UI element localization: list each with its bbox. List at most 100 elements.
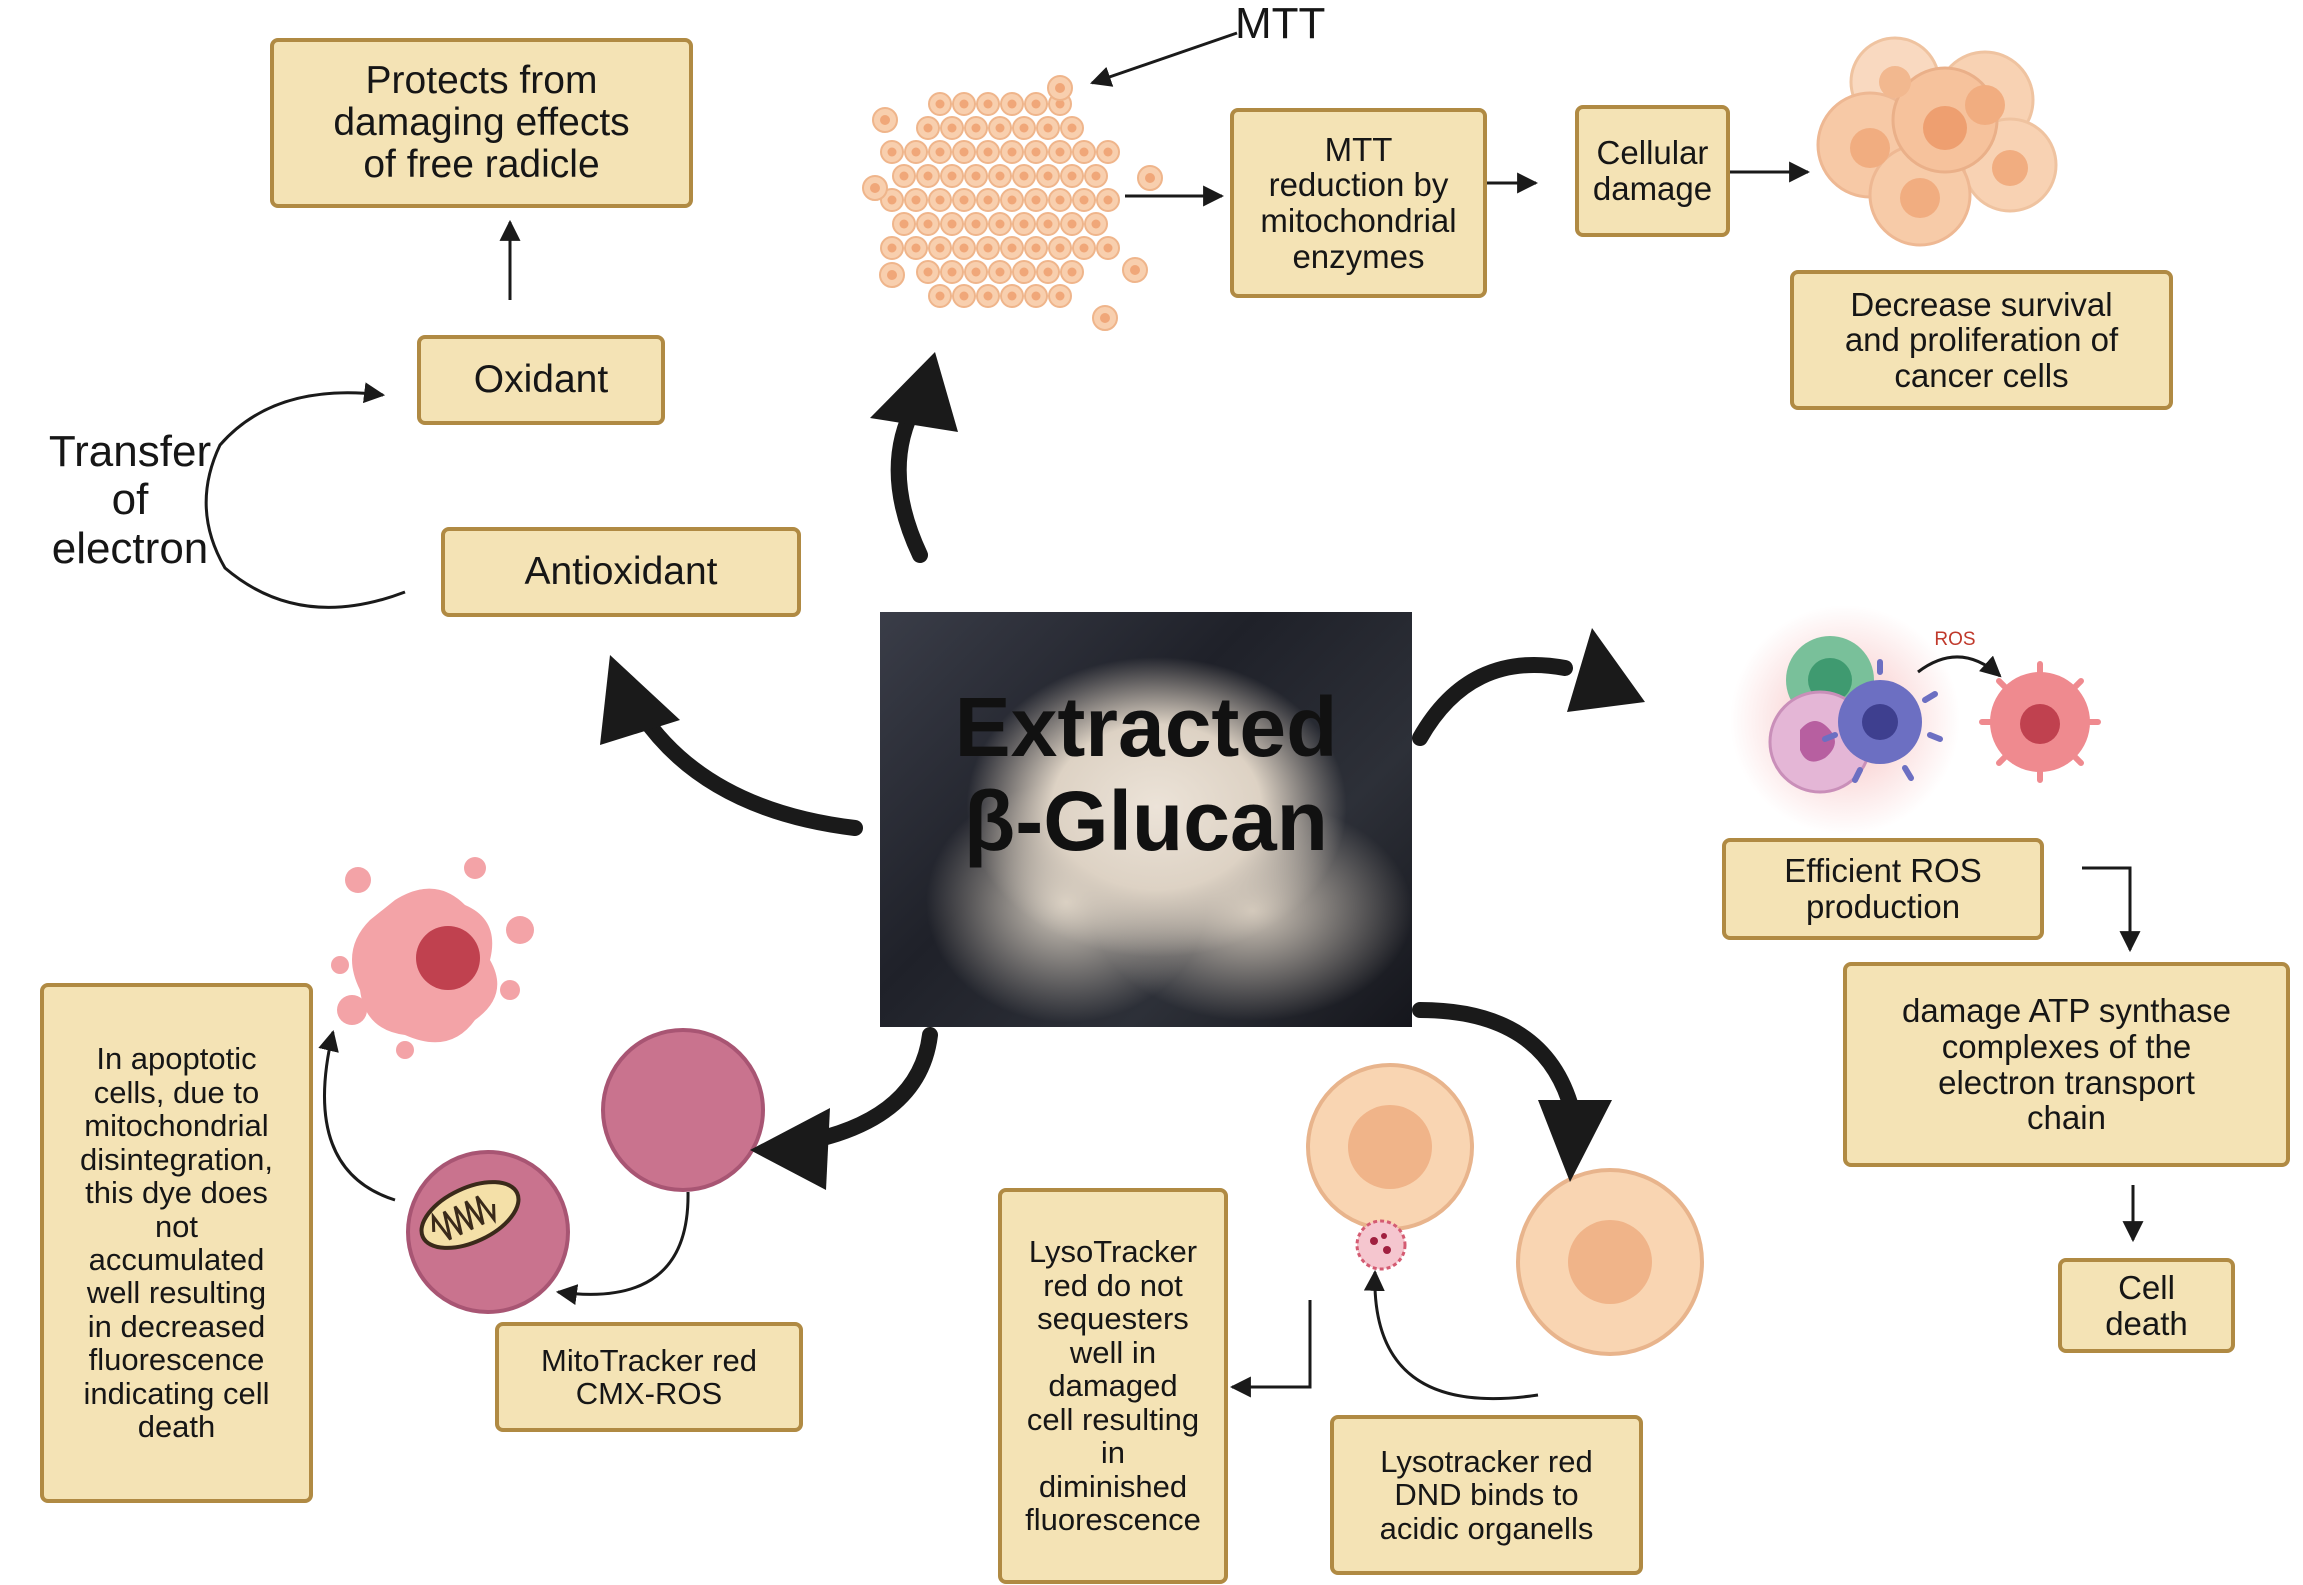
mtt-particle-core bbox=[983, 291, 993, 301]
mtt-particle-core bbox=[947, 267, 957, 277]
center-title: Extracted β-Glucan bbox=[954, 680, 1338, 869]
mtt-particle-core bbox=[959, 99, 969, 109]
cell-death-box: Cell death bbox=[2058, 1258, 2235, 1353]
efficient-ros-label: Efficient ROS production bbox=[1784, 852, 1982, 925]
immune-cells bbox=[1730, 605, 2101, 835]
mtt-particle-core bbox=[1091, 219, 1101, 229]
mtt-particle-core bbox=[971, 267, 981, 277]
decrease-survival-label: Decrease survival and proliferation of c… bbox=[1844, 285, 2119, 394]
atp-synthase-label: damage ATP synthase complexes of the ele… bbox=[1902, 992, 2231, 1137]
lysotracker-dnd-label: Lysotracker red DND binds to acidic orga… bbox=[1379, 1443, 1594, 1546]
mtt-particle-core bbox=[870, 183, 880, 193]
mtt-particle-core bbox=[1031, 243, 1041, 253]
mtt-particle-core bbox=[923, 267, 933, 277]
mtt-particle-core bbox=[1079, 243, 1089, 253]
mtt-reduction-label: MTT reduction by mitochondrial enzymes bbox=[1260, 130, 1457, 275]
oxidant-box: Oxidant bbox=[417, 335, 665, 425]
transfer-label: Transfer of electron bbox=[48, 427, 212, 573]
mtt-particle-core bbox=[983, 147, 993, 157]
protects-label: Protects from damaging effects of free r… bbox=[333, 58, 630, 187]
mtt-particle-core bbox=[1055, 291, 1065, 301]
mtt-particle-core bbox=[911, 147, 921, 157]
mtt-particle-core bbox=[1067, 123, 1077, 133]
mtt-particle-core bbox=[1103, 243, 1113, 253]
decrease-survival-box: Decrease survival and proliferation of c… bbox=[1790, 270, 2173, 410]
mtt-particle-core bbox=[923, 171, 933, 181]
mtt-particle-core bbox=[1055, 195, 1065, 205]
mtt-particle-core bbox=[1103, 195, 1113, 205]
mtt-particle-core bbox=[959, 195, 969, 205]
damaged-cell bbox=[1979, 661, 2101, 783]
mtt-label: MTT bbox=[1235, 0, 1326, 48]
mtt-particle-core bbox=[887, 270, 897, 280]
mtt-particle-core bbox=[1079, 195, 1089, 205]
mtt-particle-core bbox=[983, 243, 993, 253]
cancer-cell-clump bbox=[1816, 36, 2058, 247]
mtt-particle-core bbox=[1019, 267, 1029, 277]
atp-synthase-box: damage ATP synthase complexes of the ele… bbox=[1843, 962, 2290, 1167]
mtt-particle-core bbox=[935, 291, 945, 301]
mtt-particle-core bbox=[1007, 291, 1017, 301]
mtt-particle-core bbox=[1091, 171, 1101, 181]
mtt-particle-core bbox=[983, 99, 993, 109]
ros-tag: ROS bbox=[1934, 629, 1976, 650]
mtt-particle-core bbox=[971, 219, 981, 229]
center-arrows bbox=[600, 352, 1645, 1190]
mtt-particle-core bbox=[1055, 147, 1065, 157]
mtt-reduction-box: MTT reduction by mitochondrial enzymes bbox=[1230, 108, 1487, 298]
mtt-particle-core bbox=[1055, 99, 1065, 109]
mtt-particle-core bbox=[1007, 243, 1017, 253]
mtt-particle-core bbox=[947, 171, 957, 181]
cell-death-label: Cell death bbox=[2105, 1268, 2188, 1342]
mtt-particle-core bbox=[887, 147, 897, 157]
mtt-particle-core bbox=[1031, 99, 1041, 109]
mtt-particle-core bbox=[887, 243, 897, 253]
mtt-particle-core bbox=[1019, 123, 1029, 133]
cellular-damage-label: Cellular damage bbox=[1592, 134, 1713, 207]
mtt-particle-core bbox=[983, 195, 993, 205]
cellular-damage-box: Cellular damage bbox=[1575, 105, 1730, 237]
dendritic-cell bbox=[1822, 659, 1943, 783]
mtt-particle-core bbox=[995, 267, 1005, 277]
mtt-cell-cluster bbox=[862, 75, 1163, 331]
efficient-ros-box: Efficient ROS production bbox=[1722, 838, 2044, 940]
mtt-particle-core bbox=[1055, 243, 1065, 253]
mtt-particle-core bbox=[1043, 219, 1053, 229]
lysotracker-sequester-box: LysoTracker red do not sequesters well i… bbox=[998, 1188, 1228, 1584]
mtt-particle-core bbox=[1019, 171, 1029, 181]
mtt-particle-core bbox=[899, 171, 909, 181]
mtt-particle-core bbox=[1079, 147, 1089, 157]
mtt-particle-core bbox=[1007, 99, 1017, 109]
mtt-particle-core bbox=[899, 219, 909, 229]
mtt-particle-core bbox=[1067, 171, 1077, 181]
mtt-particle-core bbox=[1130, 265, 1140, 275]
apoptotic-box: In apoptotic cells, due to mitochondrial… bbox=[40, 983, 313, 1503]
antioxidant-box: Antioxidant bbox=[441, 527, 801, 617]
mtt-particle-core bbox=[959, 147, 969, 157]
mitotracker-cells bbox=[331, 857, 765, 1314]
mtt-particle-core bbox=[923, 123, 933, 133]
mtt-particle-core bbox=[1007, 147, 1017, 157]
mtt-particle-core bbox=[1103, 147, 1113, 157]
mtt-particle-core bbox=[959, 243, 969, 253]
mtt-particle-core bbox=[1019, 219, 1029, 229]
protects-box: Protects from damaging effects of free r… bbox=[270, 38, 693, 208]
mtt-particle-core bbox=[911, 195, 921, 205]
mtt-particle-core bbox=[995, 171, 1005, 181]
mtt-particle-core bbox=[1031, 291, 1041, 301]
mtt-particle-core bbox=[935, 195, 945, 205]
mtt-particle-core bbox=[1067, 267, 1077, 277]
lysotracker-sequester-label: LysoTracker red do not sequesters well i… bbox=[1025, 1234, 1201, 1538]
apoptotic-cell bbox=[331, 857, 534, 1059]
mitotracker-cmx-label: MitoTracker red CMX-ROS bbox=[541, 1342, 757, 1411]
mtt-particle-core bbox=[935, 99, 945, 109]
mtt-particle-core bbox=[1043, 123, 1053, 133]
mitotracker-cmx-box: MitoTracker red CMX-ROS bbox=[495, 1322, 803, 1432]
mtt-particle-core bbox=[1031, 195, 1041, 205]
mtt-particle-core bbox=[947, 219, 957, 229]
beta-glucan-photo: Extracted β-Glucan bbox=[880, 612, 1412, 1027]
connector-arrows bbox=[204, 31, 2144, 1400]
mtt-particle-core bbox=[1031, 147, 1041, 157]
